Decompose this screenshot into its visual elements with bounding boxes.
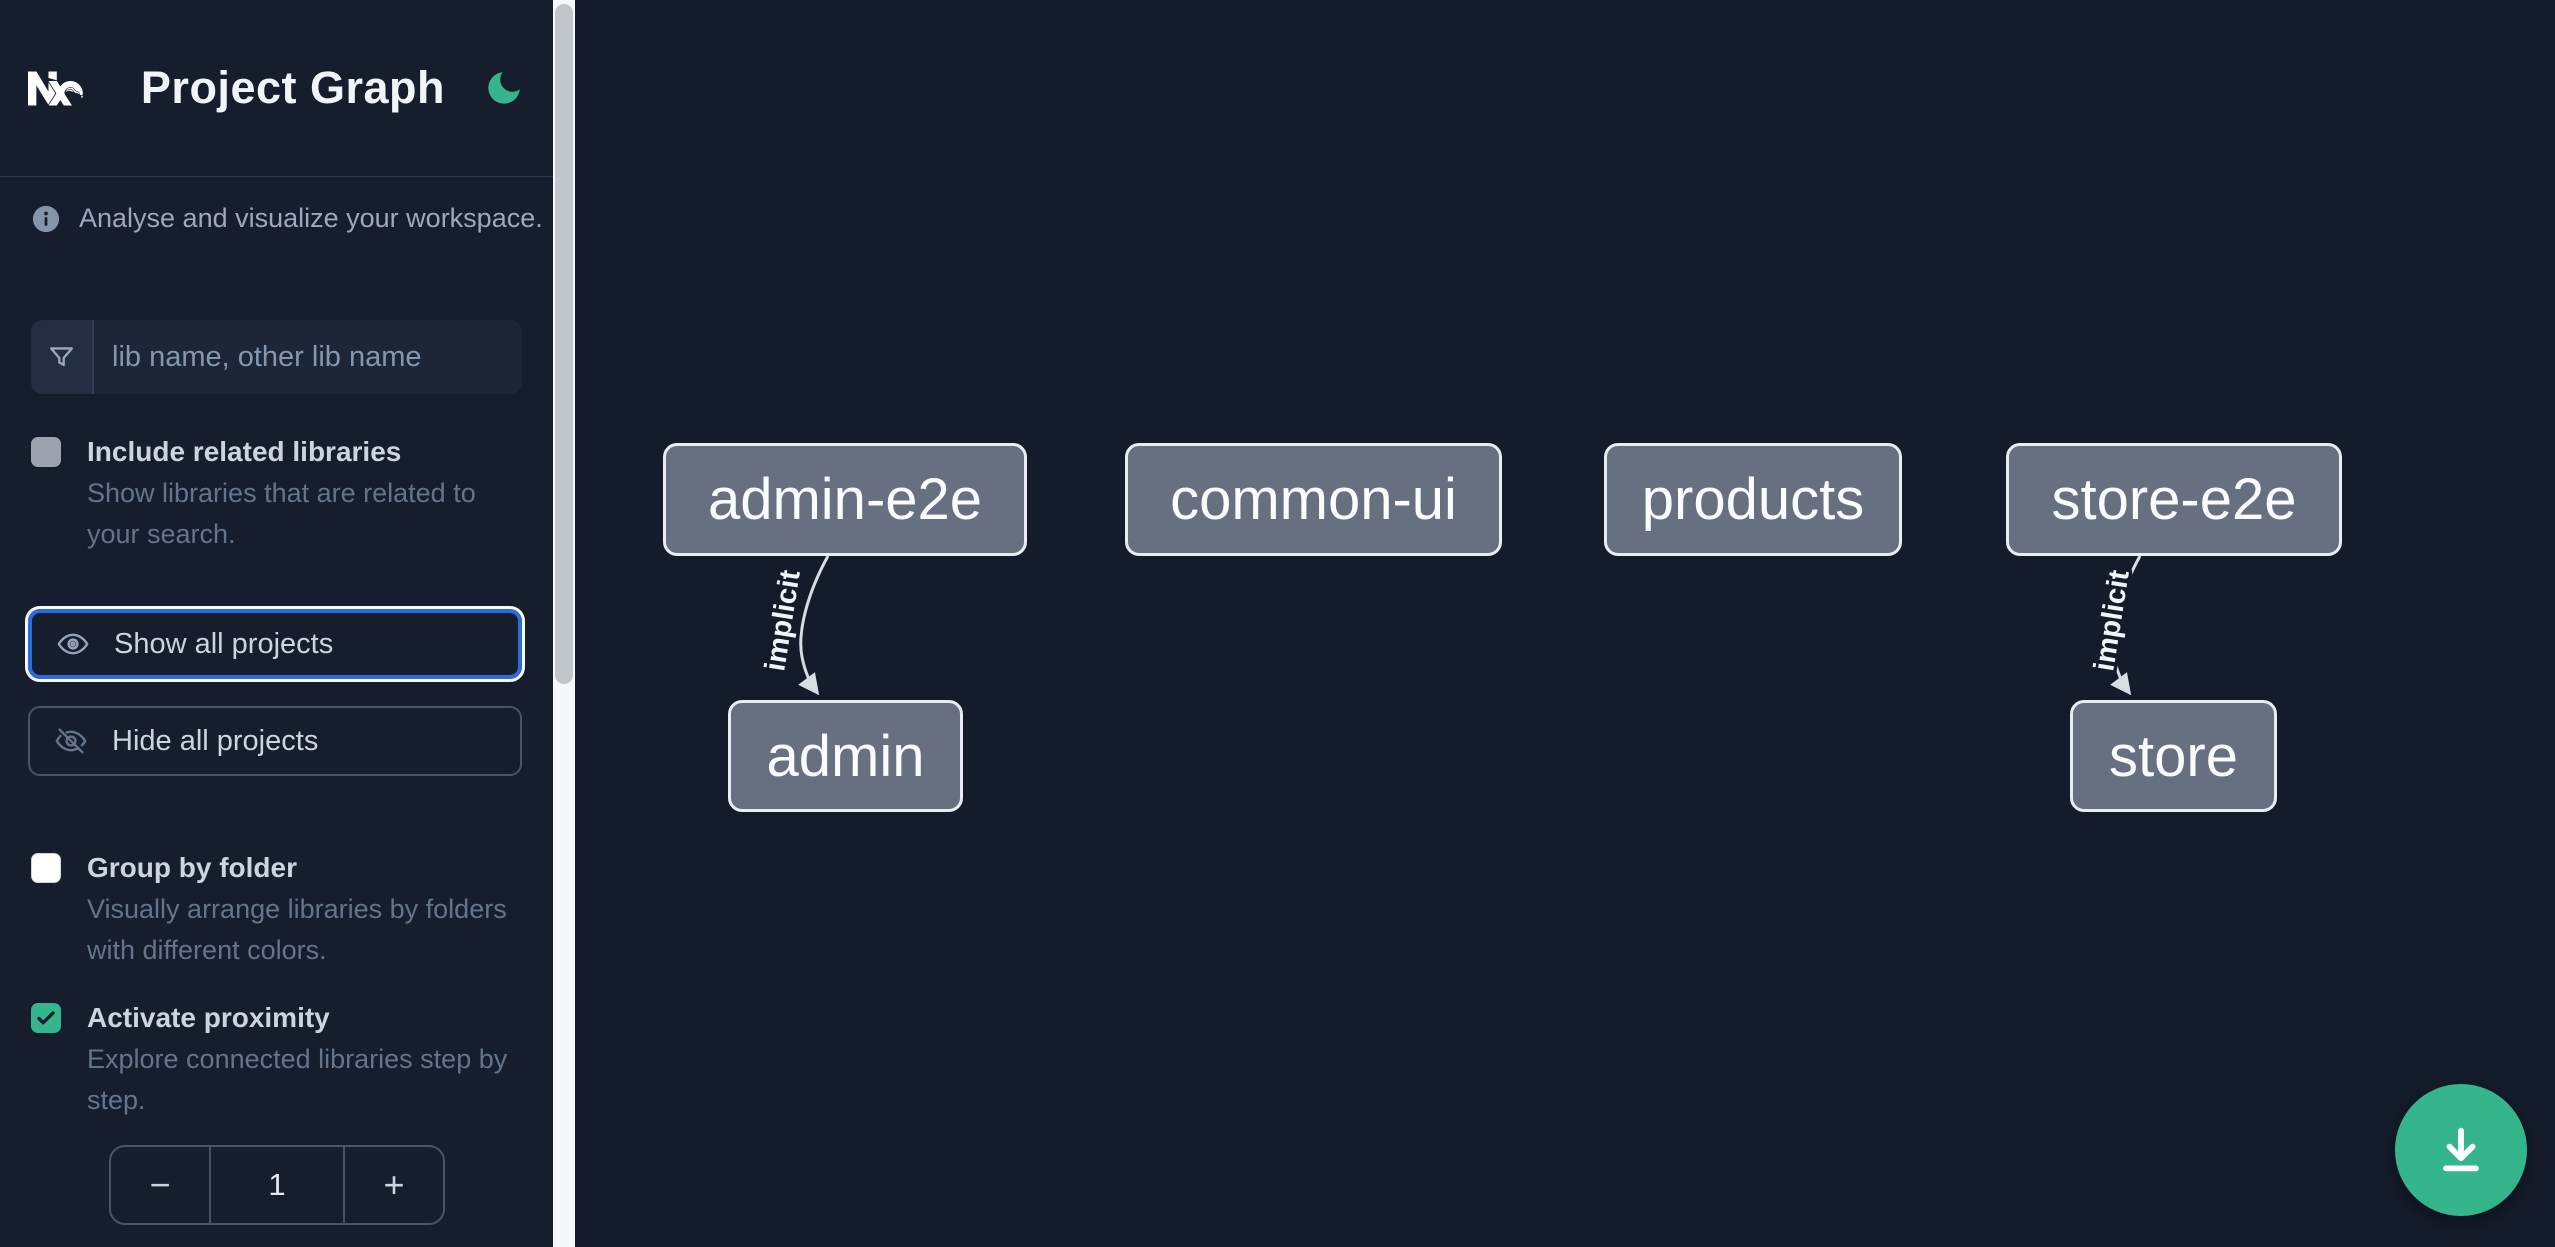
funnel-icon-cell bbox=[31, 320, 94, 394]
page-title: Project Graph bbox=[140, 62, 445, 113]
graph-node-store-e2e[interactable]: store-e2e bbox=[2006, 443, 2342, 556]
graph-node-products[interactable]: products bbox=[1604, 443, 1902, 556]
info-text: Analyse and visualize your workspace. bbox=[79, 203, 543, 233]
group-by-folder-checkbox[interactable] bbox=[31, 853, 61, 883]
option-label: Group by folder bbox=[87, 852, 297, 883]
hide-all-projects-button[interactable]: Hide all projects bbox=[28, 706, 522, 776]
option-description: Show libraries that are related to your … bbox=[87, 478, 476, 549]
sidebar: Project Graph Analyse and visualize your… bbox=[0, 0, 553, 1247]
proximity-depth-stepper: − 1 + bbox=[109, 1145, 445, 1225]
show-all-projects-button[interactable]: Show all projects bbox=[25, 606, 525, 682]
edge-store-e2e-to-store[interactable] bbox=[2110, 555, 2142, 696]
check-icon bbox=[37, 1011, 55, 1025]
graph-node-store[interactable]: store bbox=[2070, 700, 2277, 812]
activate-proximity-text: Activate proximity Explore connected lib… bbox=[87, 1000, 533, 1121]
graph-node-admin[interactable]: admin bbox=[728, 700, 963, 812]
graph-node-admin-e2e[interactable]: admin-e2e bbox=[663, 443, 1027, 556]
nx-logo-icon bbox=[28, 70, 83, 106]
sidebar-header: Project Graph bbox=[0, 0, 553, 177]
include-related-text: Include related libraries Show libraries… bbox=[87, 434, 533, 555]
moon-icon bbox=[488, 72, 520, 104]
download-icon bbox=[2443, 1127, 2479, 1172]
sidebar-scrollbar-track[interactable] bbox=[553, 0, 575, 1247]
activate-proximity-option: Activate proximity Explore connected lib… bbox=[31, 1000, 533, 1121]
graph-edges-layer: implicit implicit bbox=[756, 555, 2142, 696]
filter-input[interactable] bbox=[94, 320, 522, 394]
include-related-option: Include related libraries Show libraries… bbox=[31, 434, 533, 555]
eye-off-icon bbox=[55, 728, 87, 754]
option-description: Explore connected libraries step by step… bbox=[87, 1044, 508, 1115]
depth-value[interactable]: 1 bbox=[209, 1147, 345, 1223]
hide-all-label: Hide all projects bbox=[112, 724, 319, 757]
download-graph-button[interactable] bbox=[2395, 1084, 2527, 1216]
graph-node-common-ui[interactable]: common-ui bbox=[1125, 443, 1502, 556]
funnel-icon bbox=[50, 346, 73, 366]
info-icon bbox=[32, 205, 60, 232]
option-label: Include related libraries bbox=[87, 436, 402, 467]
workspace-info: Analyse and visualize your workspace. bbox=[31, 203, 543, 234]
decrement-button[interactable]: − bbox=[111, 1147, 209, 1223]
include-related-checkbox[interactable] bbox=[31, 437, 61, 467]
filter-input-group bbox=[31, 320, 522, 394]
project-graph-canvas[interactable]: implicit implicit admin-e2e common-ui pr… bbox=[575, 0, 2555, 1247]
option-description: Visually arrange libraries by folders wi… bbox=[87, 894, 507, 965]
increment-button[interactable]: + bbox=[345, 1147, 443, 1223]
group-by-folder-option: Group by folder Visually arrange librari… bbox=[31, 850, 533, 971]
edge-admin-e2e-to-admin[interactable] bbox=[798, 555, 830, 696]
option-label: Activate proximity bbox=[87, 1002, 330, 1033]
sidebar-scrollbar-thumb[interactable] bbox=[555, 4, 573, 684]
eye-icon bbox=[57, 633, 89, 655]
activate-proximity-checkbox[interactable] bbox=[31, 1003, 61, 1033]
edge-label[interactable]: implicit bbox=[756, 564, 811, 677]
theme-toggle-button[interactable] bbox=[483, 67, 525, 109]
group-by-folder-text: Group by folder Visually arrange librari… bbox=[87, 850, 533, 971]
edge-label[interactable]: implicit bbox=[2085, 564, 2140, 677]
show-all-label: Show all projects bbox=[114, 627, 334, 660]
